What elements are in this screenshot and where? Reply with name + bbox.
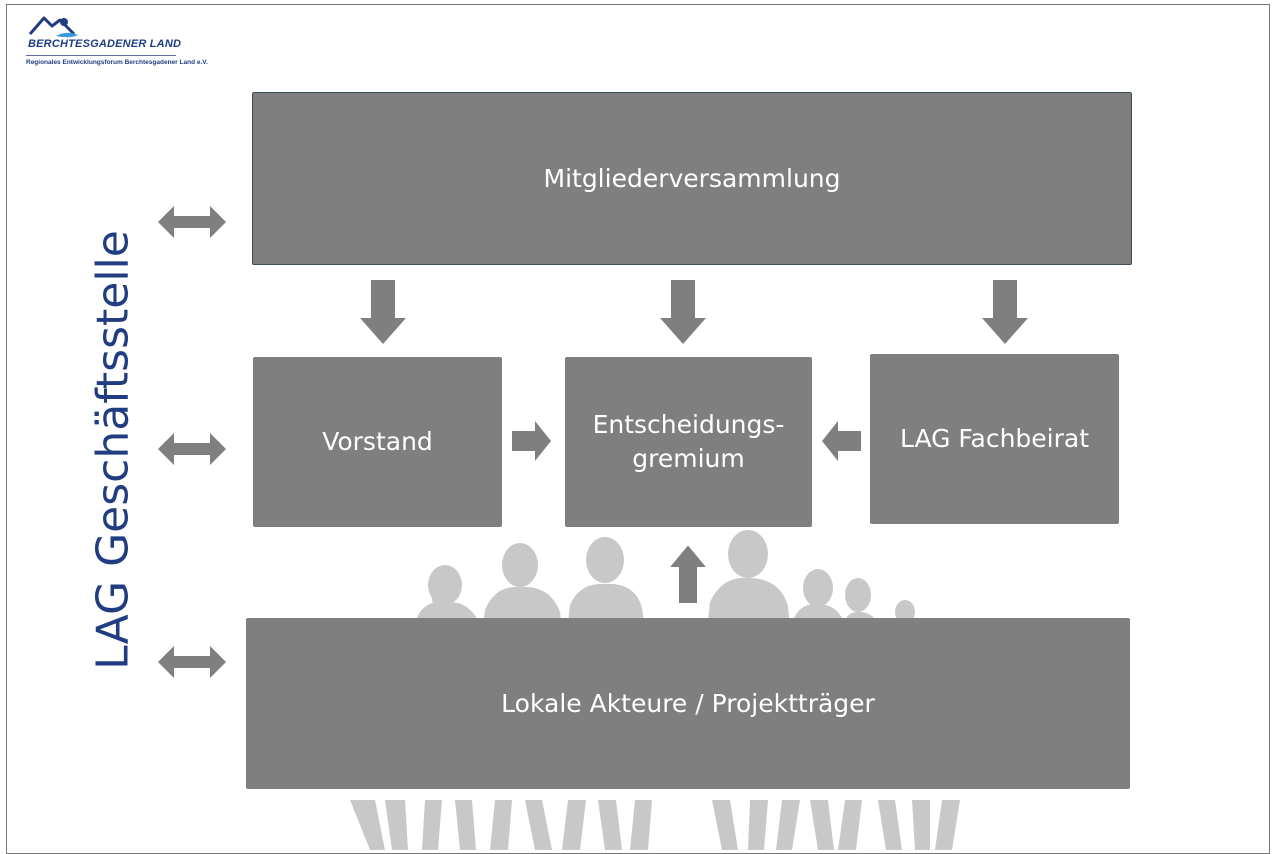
logo-subtitle: Regionales Entwicklungsforum Berchtesgad… — [26, 59, 208, 66]
vorstand-label: Vorstand — [322, 427, 433, 457]
lokale-akteure-label: Lokale Akteure / Projektträger — [501, 688, 875, 718]
mountain-logo-icon — [28, 16, 78, 38]
vorstand-box: Vorstand — [253, 357, 502, 527]
mitgliederversammlung-box: Mitgliederversammlung — [252, 92, 1132, 265]
side-label: LAG Geschäftsstelle — [87, 230, 139, 670]
logo-divider — [26, 55, 176, 56]
lag-fachbeirat-box: LAG Fachbeirat — [870, 354, 1119, 524]
entscheidungsgremium-label: Entscheidungs- gremium — [592, 410, 785, 473]
entscheidungsgremium-box: Entscheidungs- gremium — [565, 357, 812, 527]
logo: BERCHTESGADENER LAND Regionales Entwickl… — [26, 12, 276, 66]
lokale-akteure-box: Lokale Akteure / Projektträger — [246, 618, 1130, 789]
mitgliederversammlung-label: Mitgliederversammlung — [543, 163, 841, 193]
logo-name: BERCHTESGADENER LAND — [28, 38, 182, 50]
lag-fachbeirat-label: LAG Fachbeirat — [899, 424, 1090, 454]
